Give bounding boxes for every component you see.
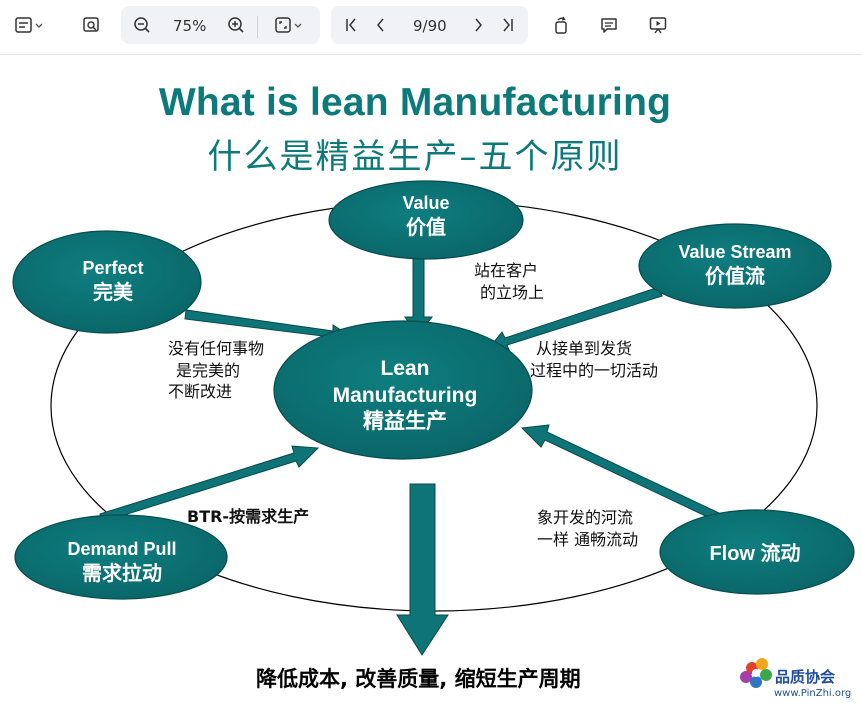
rotate-button[interactable] (546, 9, 576, 41)
last-page-button[interactable] (494, 9, 522, 41)
node-flow (659, 509, 855, 595)
node-flow-label: Flow 流动 (709, 543, 801, 565)
slide-page: What is lean Manufacturing 什么是精益生产–五个原则 (0, 55, 862, 703)
arrow-demand-pull (99, 445, 320, 523)
arrow-flow (520, 424, 720, 522)
page-nav-group (331, 6, 528, 44)
search-document-button[interactable] (76, 9, 106, 41)
node-lean-label: Lean Manufacturing 精益生产 (332, 357, 478, 434)
note-demand-pull: BTR-按需求生产 (187, 507, 310, 526)
note-value-stream: 从接单到发货 过程中的一切活动 (530, 339, 659, 380)
chevron-down-icon (35, 23, 43, 28)
logo-url: www.PinZhi.org (774, 688, 852, 699)
previous-page-button[interactable] (367, 9, 395, 41)
toolbar-divider (257, 16, 258, 38)
node-value-stream (638, 223, 832, 309)
pinzhi-logo-icon (740, 658, 772, 688)
zoom-group (121, 6, 320, 44)
note-value: 站在客户 的立场上 (474, 261, 545, 302)
fit-page-icon (275, 17, 291, 33)
note-flow: 象开发的河流 一样 通畅流动 (537, 508, 639, 549)
node-perfect-label: Perfect 完美 (82, 258, 144, 305)
last-page-icon (503, 18, 513, 32)
slide-title-chinese: 什么是精益生产–五个原则 (207, 137, 623, 177)
arrow-outcome (396, 483, 449, 656)
viewer-toolbar: 75% 9/90 (0, 0, 862, 55)
chevron-left-icon (377, 18, 384, 32)
sidebar-toggle-button[interactable] (6, 9, 52, 41)
node-perfect (12, 230, 202, 334)
fit-page-button[interactable] (264, 9, 312, 41)
zoom-in-button[interactable] (221, 9, 251, 41)
zoom-in-icon (228, 17, 244, 33)
node-lean-manufacturing (273, 320, 533, 460)
slide-title-english: What is lean Manufacturing (158, 81, 672, 124)
presentation-button[interactable] (643, 9, 673, 41)
zoom-out-icon (134, 17, 150, 33)
chevron-down-icon (294, 23, 302, 28)
outcome-text: 降低成本, 改善质量, 缩短生产周期 (256, 667, 581, 691)
note-perfect: 没有任何事物 是完美的 不断改进 (168, 339, 265, 402)
first-page-icon (346, 18, 356, 32)
comment-button[interactable] (594, 9, 624, 41)
lean-diagram (12, 180, 855, 688)
play-slideshow-icon (649, 17, 667, 34)
node-value (328, 180, 524, 260)
zoom-out-button[interactable] (127, 9, 157, 41)
comment-icon (601, 18, 617, 33)
search-page-icon (83, 17, 99, 32)
rotate-icon (555, 16, 567, 34)
node-demand-pull-label: Demand Pull 需求拉动 (67, 539, 177, 586)
next-page-button[interactable] (464, 9, 492, 41)
chevron-right-icon (475, 18, 482, 32)
node-demand-pull (14, 514, 228, 600)
page-indicator[interactable]: 9/90 (413, 17, 447, 35)
first-page-button[interactable] (337, 9, 365, 41)
zoom-level[interactable]: 75% (173, 17, 207, 35)
logo-name: 品质协会 (775, 668, 836, 686)
node-value-stream-label: Value Stream 价值流 (678, 242, 792, 289)
sidebar-icon (15, 17, 32, 33)
node-value-label: Value 价值 (402, 193, 450, 240)
